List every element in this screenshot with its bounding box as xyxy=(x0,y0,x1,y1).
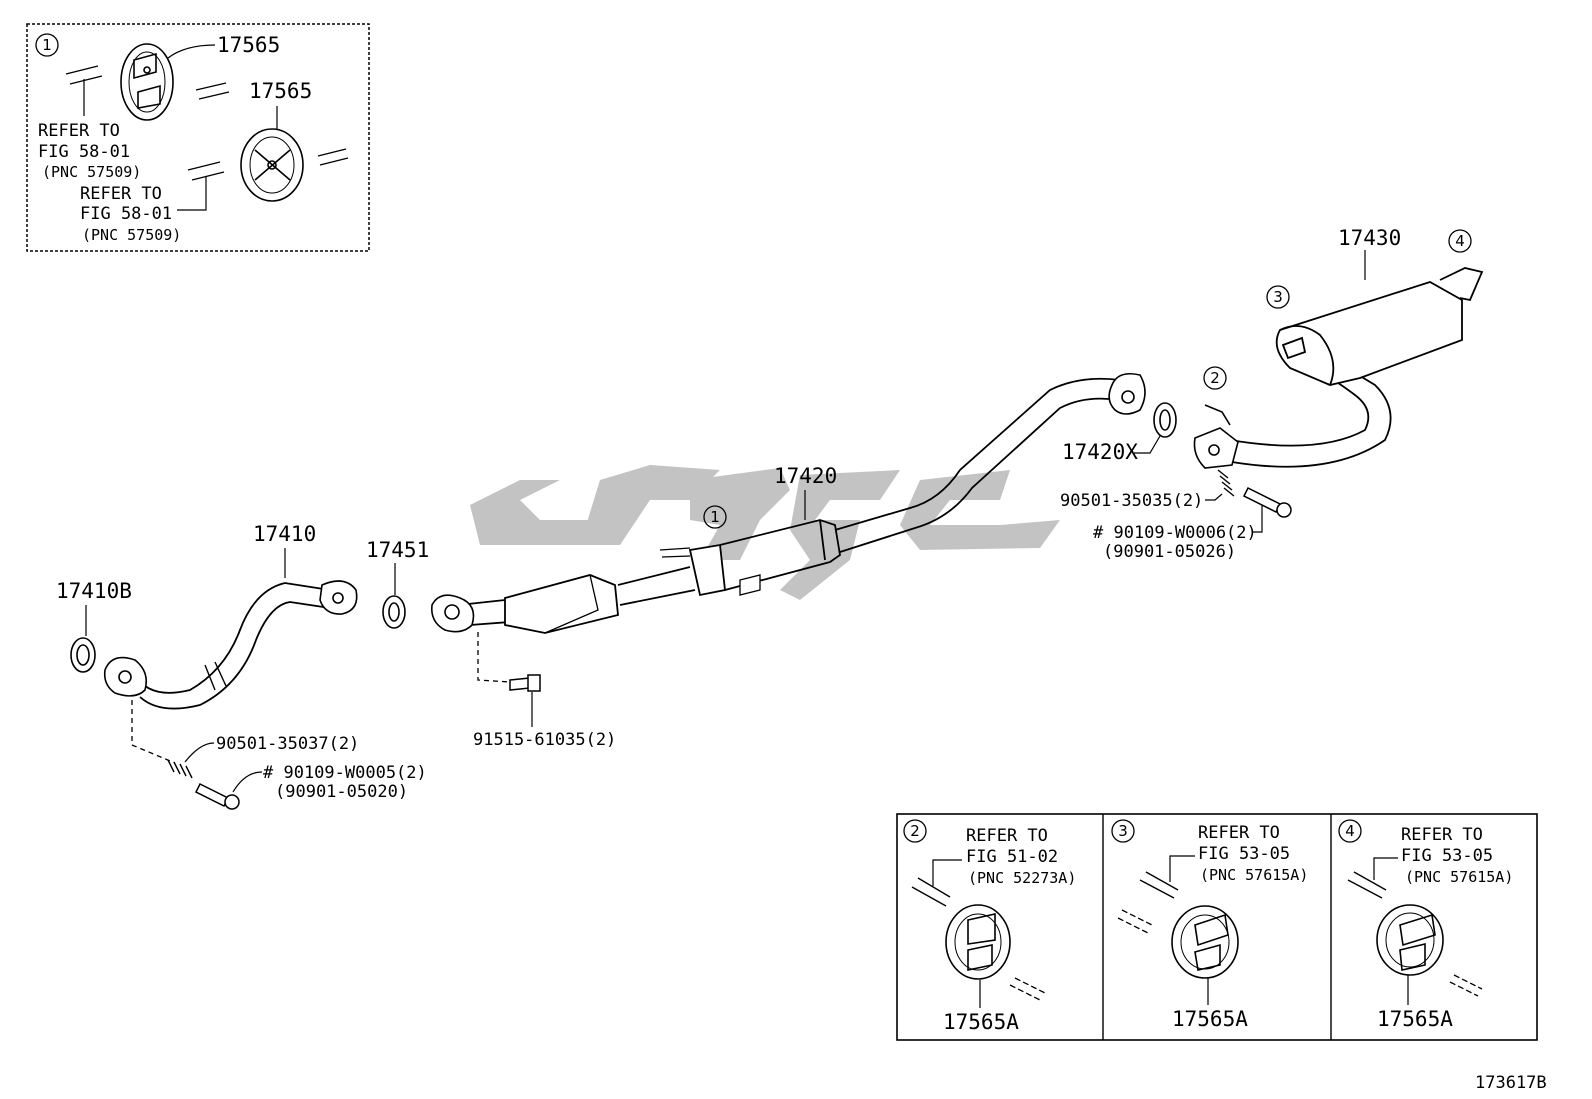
part-label-17451: 17451 xyxy=(366,538,429,562)
inset-part-label: 17565A xyxy=(1377,1007,1453,1031)
leader-line xyxy=(232,771,263,793)
leader-line xyxy=(1205,493,1223,501)
center-pipe-flange-rear xyxy=(1108,372,1146,415)
hanger-17565A xyxy=(1171,905,1239,979)
ref1-line2: FIG 58-01 xyxy=(38,142,130,162)
part-label-17420: 17420 xyxy=(774,464,837,488)
hanger-17565A xyxy=(945,904,1011,980)
part-label-90901-05026: (90901-05026) xyxy=(1103,542,1236,562)
gasket-17410B xyxy=(70,637,96,673)
inset-callout: 3 xyxy=(1118,822,1128,840)
bolt-dashed-line xyxy=(131,700,176,764)
inset-part-label: 17565A xyxy=(1172,1007,1248,1031)
part-label-17565-b: 17565 xyxy=(249,79,312,103)
inset-frame xyxy=(26,23,370,252)
ref2-line2: FIG 58-01 xyxy=(80,204,172,224)
leader-line xyxy=(167,44,216,59)
hanger-17565A xyxy=(1376,904,1444,976)
gasket-17451 xyxy=(382,595,406,629)
part-label-90109-W0006: # 90109-W0006(2) xyxy=(1093,523,1257,543)
callout-3: 3 xyxy=(1273,288,1283,306)
hanger-17565-upper xyxy=(120,43,174,121)
inset-ref-line2: FIG 53-05 xyxy=(1198,844,1290,864)
bolt-dashed-line xyxy=(477,632,511,683)
part-label-17410: 17410 xyxy=(253,522,316,546)
part-label-90109-W0005: # 90109-W0005(2) xyxy=(263,763,427,783)
inset-panel-3: 3 REFER TO FIG 53-05 (PNC 57615A) 17565A xyxy=(1111,819,1308,1031)
part-label-17430: 17430 xyxy=(1338,226,1401,250)
callout-2: 2 xyxy=(1210,369,1220,387)
inset-ref-line3: (PNC 57615A) xyxy=(1200,866,1308,884)
inset-top-left: 1 17565 17565 REFER TO F xyxy=(26,23,370,252)
part-label-91515-61035: 91515-61035(2) xyxy=(473,730,616,750)
part-label-90501-35035: 90501-35035(2) xyxy=(1060,491,1203,511)
leader-line xyxy=(184,742,215,763)
ref1-line3: (PNC 57509) xyxy=(42,163,141,181)
inset-part-label: 17565A xyxy=(943,1010,1019,1034)
part-label-90901-05020: (90901-05020) xyxy=(275,782,408,802)
ref2-line3: (PNC 57509) xyxy=(82,226,181,244)
bolt-90109-W0006 xyxy=(1242,486,1292,518)
bolt-91515-61035 xyxy=(509,674,541,692)
callout-circle-1 xyxy=(703,505,727,529)
inset-ref-line2: FIG 51-02 xyxy=(966,847,1058,867)
front-pipe-flange-front xyxy=(103,656,148,697)
front-pipe-flange-rear xyxy=(319,580,358,615)
center-pipe-flange-front xyxy=(430,594,475,633)
inset-ref-line2: FIG 53-05 xyxy=(1401,846,1493,866)
part-label-17565-a: 17565 xyxy=(217,33,280,57)
inset-ref-line1: REFER TO xyxy=(1401,825,1483,845)
inset-ref-line3: (PNC 52273A) xyxy=(968,869,1076,887)
gasket-17420X xyxy=(1153,402,1177,438)
callout-circle-3 xyxy=(1266,285,1290,309)
hanger-17565-lower xyxy=(240,128,304,202)
inset-callout: 2 xyxy=(910,822,920,840)
center-pipe-17420 xyxy=(467,377,1121,634)
callout-circle xyxy=(35,33,59,57)
inset-bottom-frame xyxy=(896,813,1538,1041)
ref1-line1: REFER TO xyxy=(38,121,120,141)
tailpipe-flange xyxy=(1193,404,1239,469)
callout-number: 1 xyxy=(42,36,52,54)
leader-line xyxy=(177,177,207,211)
inset-ref-line1: REFER TO xyxy=(966,826,1048,846)
part-label-17420X: 17420X xyxy=(1062,440,1138,464)
inset-callout: 4 xyxy=(1345,822,1355,840)
leader-line xyxy=(1134,435,1161,454)
callout-circle-4 xyxy=(1448,229,1472,253)
inset-bottom: 2 REFER TO FIG 51-02 (PNC 52273A) 17565A… xyxy=(896,813,1538,1041)
figure-id: 173617B xyxy=(1475,1073,1547,1093)
leader-line xyxy=(1252,505,1263,533)
inset-ref-line1: REFER TO xyxy=(1198,823,1280,843)
muffler-17430 xyxy=(1229,267,1484,468)
callout-circle-2 xyxy=(1203,366,1227,390)
pipe-stub-lines xyxy=(65,65,349,181)
front-pipe-17410 xyxy=(134,582,331,710)
spring-90501-35035 xyxy=(1217,469,1235,497)
inset-panel-4: 4 REFER TO FIG 53-05 (PNC 57615A) 17565A xyxy=(1338,819,1513,1031)
part-label-17410B: 17410B xyxy=(56,579,132,603)
callout-4: 4 xyxy=(1455,232,1465,250)
spring-90501-35037 xyxy=(167,759,193,779)
part-label-90501-35037: 90501-35037(2) xyxy=(216,734,359,754)
callout-1: 1 xyxy=(710,508,720,526)
ref2-line1: REFER TO xyxy=(80,184,162,204)
bolt-90109-W0005 xyxy=(194,782,240,810)
inset-panel-2: 2 REFER TO FIG 51-02 (PNC 52273A) 17565A xyxy=(903,819,1076,1034)
inset-ref-line3: (PNC 57615A) xyxy=(1405,868,1513,886)
